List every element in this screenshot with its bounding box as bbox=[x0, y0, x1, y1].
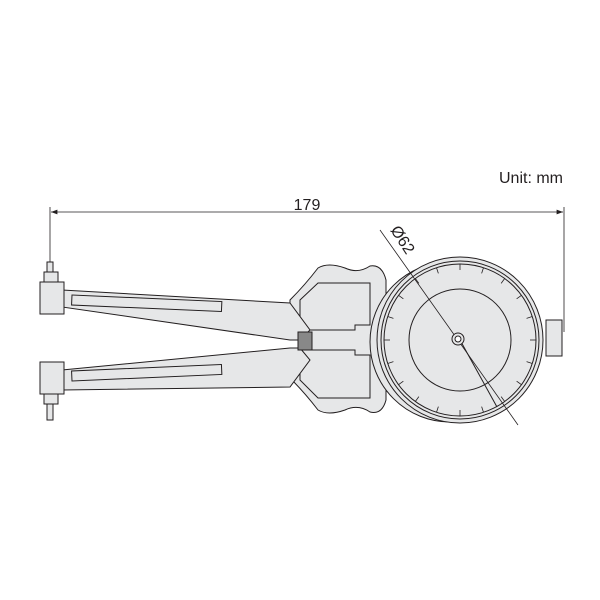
upper-contact-tip bbox=[46, 261, 54, 273]
dial-tick bbox=[387, 316, 394, 319]
dial-tick bbox=[436, 406, 439, 413]
dial-inner-circle bbox=[408, 288, 512, 392]
lower-contact-collar bbox=[43, 393, 59, 405]
lower-contact-tip bbox=[46, 403, 54, 421]
dial-tick bbox=[516, 295, 522, 300]
dial-tick bbox=[387, 361, 394, 364]
dial-tick bbox=[398, 380, 404, 385]
dial-tick bbox=[481, 406, 484, 413]
dial-crown bbox=[545, 319, 563, 357]
upper-contact-block bbox=[39, 281, 65, 315]
dial-diameter-label: Ø62 bbox=[387, 223, 418, 258]
dial-tick bbox=[436, 267, 439, 274]
length-value: 179 bbox=[294, 197, 321, 214]
dial-graduations bbox=[384, 264, 536, 416]
lower-arm-slot bbox=[71, 363, 223, 382]
length-dimension: 179 bbox=[49, 197, 565, 332]
lower-contact-block bbox=[39, 361, 65, 395]
dial-tick bbox=[500, 396, 505, 402]
unit-label: Unit: mm bbox=[499, 170, 563, 187]
dial-tick bbox=[481, 267, 484, 274]
handle-cutout-upper bbox=[299, 282, 371, 331]
dial-tick bbox=[415, 278, 420, 284]
spring bbox=[297, 331, 313, 351]
upper-arm-slot bbox=[71, 294, 223, 313]
upper-contact-collar bbox=[43, 271, 59, 283]
dial-tick bbox=[398, 295, 404, 300]
dial-tick bbox=[516, 380, 522, 385]
dial-ring bbox=[380, 260, 540, 420]
dial-tick bbox=[526, 361, 533, 364]
dial-tick bbox=[526, 316, 533, 319]
dial-pointer bbox=[459, 339, 498, 408]
dial-tick bbox=[415, 396, 420, 402]
diameter-leader-line bbox=[379, 229, 519, 426]
handle-cutout-lower bbox=[299, 349, 371, 399]
dial-tick bbox=[500, 278, 505, 284]
dial-pivot-center bbox=[454, 335, 462, 343]
